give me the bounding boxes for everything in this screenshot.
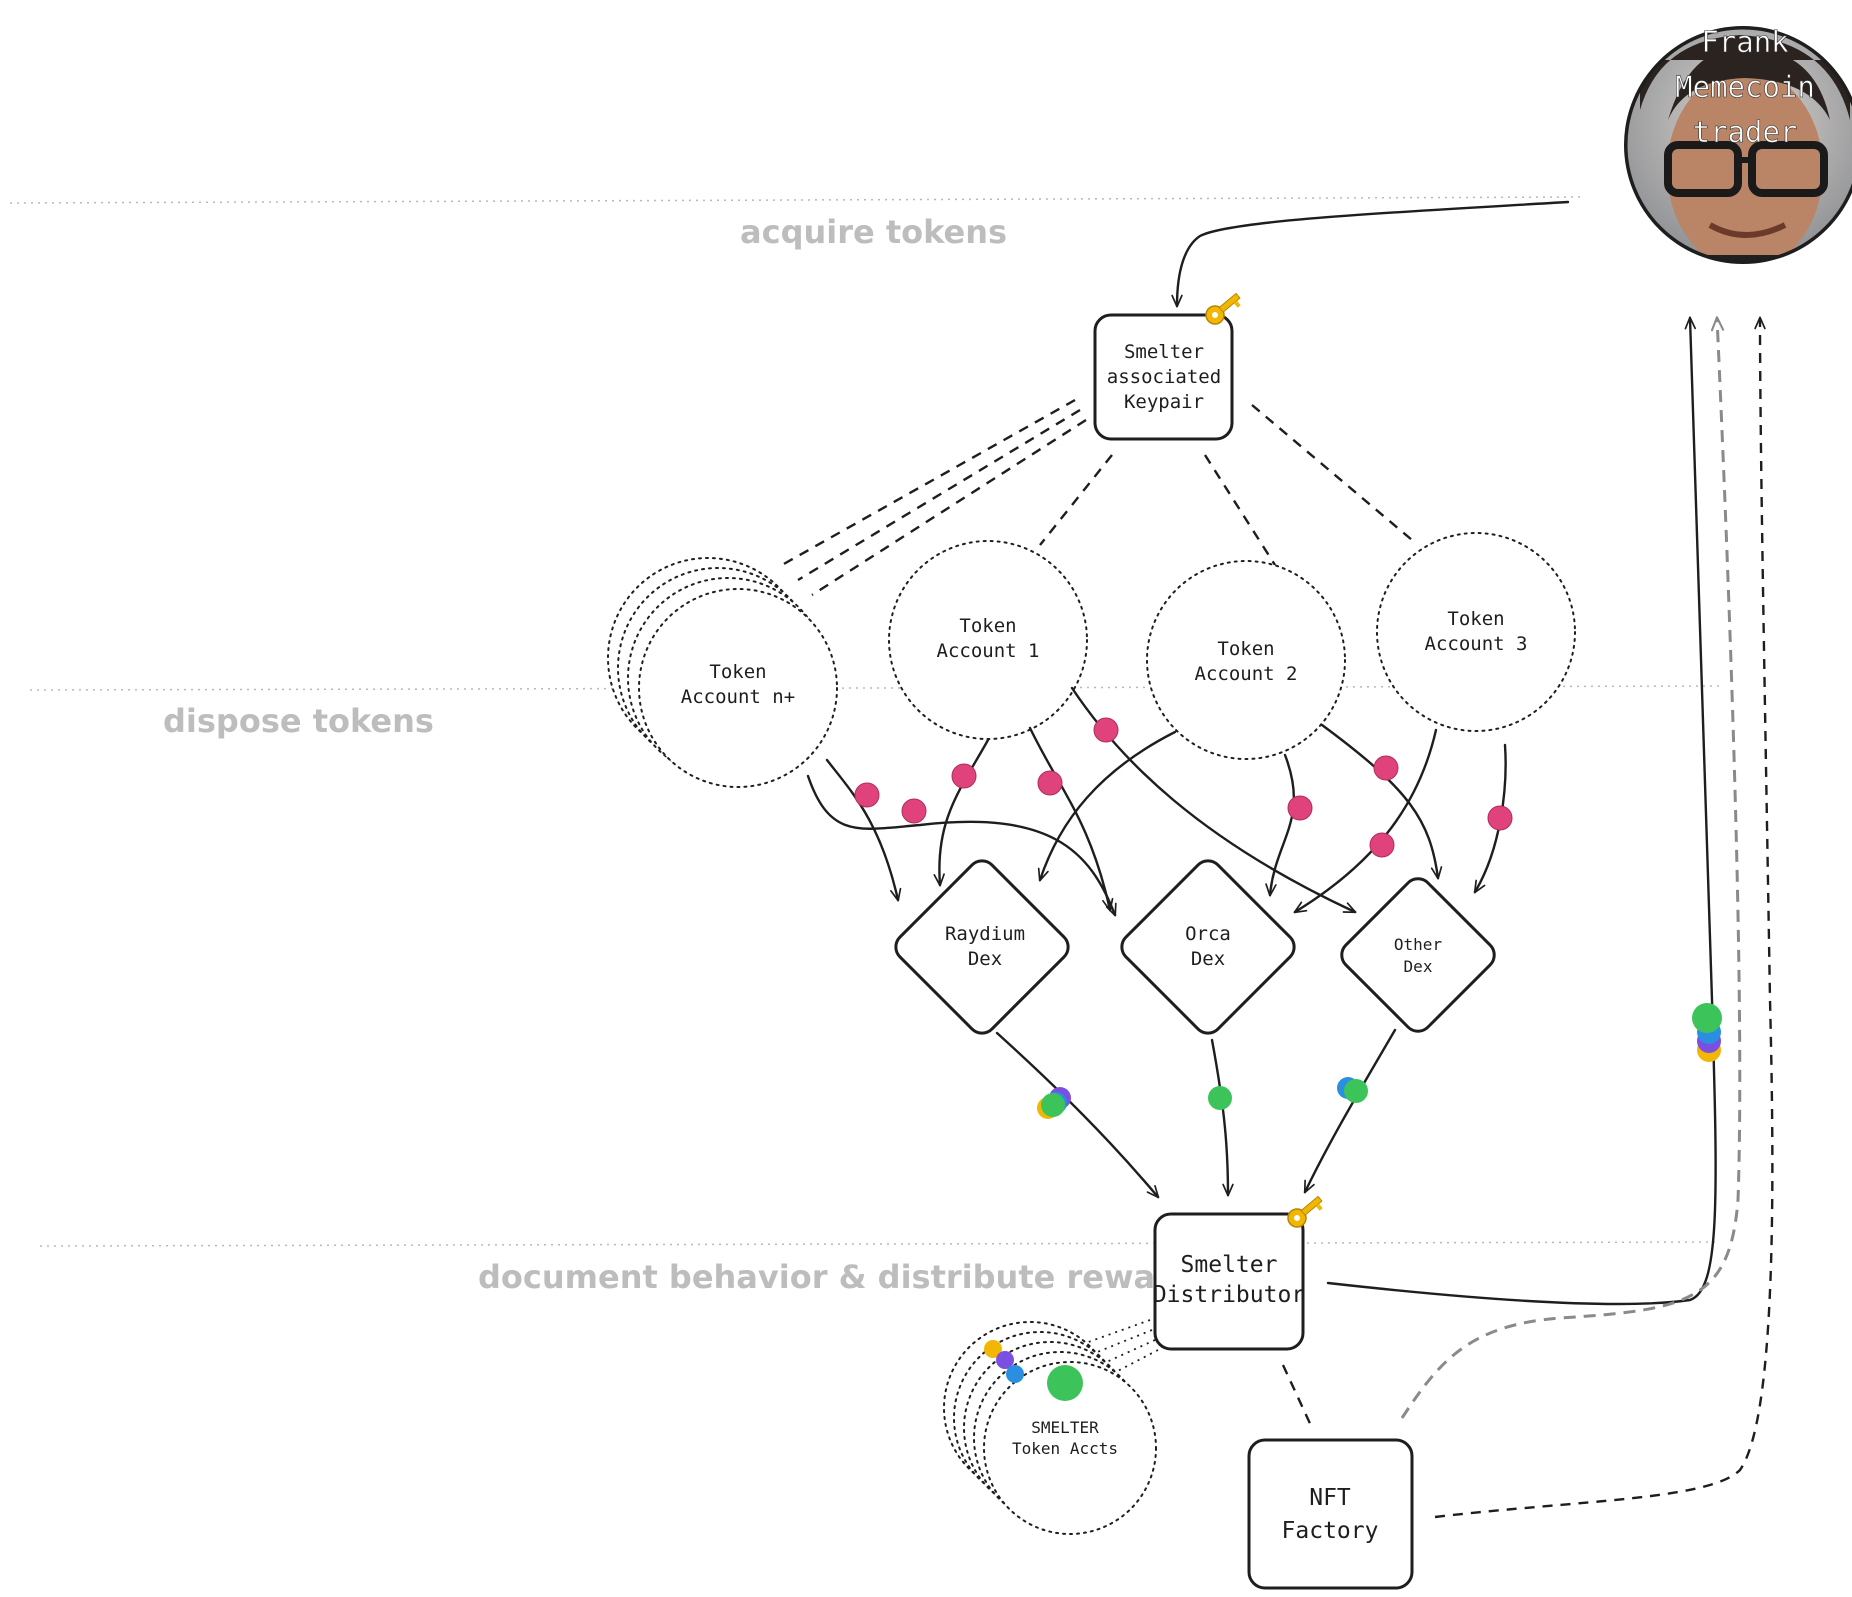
distributor-node: Smelter Distributor [1153,1195,1323,1351]
reward-dot-green [1041,1093,1065,1117]
key-icon [1205,292,1241,325]
token-account-1: Token Account 1 [888,540,1088,740]
dex-orca-line1: Orca [1185,923,1231,945]
token-dot [901,798,927,824]
nft-factory-line2: Factory [1282,1518,1379,1544]
token-account-3-line2: Account 3 [1425,633,1528,655]
distributor-accts-edges [1079,1319,1159,1376]
reward-dot-green [1692,1003,1722,1033]
token-dots [854,717,1513,858]
reward-dot-blue [1006,1365,1024,1383]
dex-other: Other Dex [1340,877,1496,1033]
key-icon [1287,1195,1323,1228]
dex-raydium-line1: Raydium [945,923,1025,945]
token-account-1-line1: Token [959,615,1016,637]
edge-distributor-to-factory [1281,1364,1315,1431]
reward-edges [995,1028,1397,1199]
token-account-n-line1: Token [709,661,766,683]
token-account-2-line1: Token [1217,638,1274,660]
token-dot [1093,717,1119,743]
dex-raydium-line2: Dex [968,948,1002,970]
reward-dot-green [1047,1365,1083,1401]
smelter-accts-line1: SMELTER [1031,1418,1099,1437]
dex-other-line1: Other [1394,935,1443,954]
lane-label-dispose: dispose tokens [163,702,434,740]
token-account-2-line2: Account 2 [1195,663,1298,685]
nft-factory-node: NFT Factory [1247,1438,1414,1590]
edge-trader-to-keypair [1171,200,1570,308]
token-account-n-line2: Account n+ [681,686,795,708]
token-dot [1287,795,1313,821]
keypair-label-line2: associated [1107,366,1221,388]
token-dot [1487,805,1513,831]
reward-dot-green [1208,1086,1232,1110]
edge-distributor-to-trader [1326,316,1717,1306]
token-dot [1373,755,1399,781]
reward-dots-return [1692,1003,1722,1062]
avatar-name-line1: Frank [1701,25,1789,59]
keypair-node: Smelter associated Keypair [1093,292,1241,441]
token-account-n: Token Account n+ [607,557,838,788]
token-account-3: Token Account 3 [1376,532,1576,732]
edge-factory-to-trader [1434,316,1774,1519]
keypair-label-line3: Keypair [1124,391,1204,413]
avatar-name-line2: Memecoin [1675,70,1815,104]
avatar: Frank Memecoin trader [1624,25,1852,264]
lane-label-document: document behavior & distribute reward [478,1258,1194,1296]
keypair-label-line1: Smelter [1124,341,1204,363]
token-dot [951,763,977,789]
reward-dot-yellow [984,1340,1002,1358]
lane-label-acquire: acquire tokens [740,213,1007,251]
token-dot [1369,832,1395,858]
dex-orca-line2: Dex [1191,948,1225,970]
token-account-1-line2: Account 1 [937,640,1040,662]
dex-raydium: Raydium Dex [894,859,1070,1035]
reward-dot-purple [996,1351,1014,1369]
token-account-3-line1: Token [1447,608,1504,630]
token-dot [854,782,880,808]
keypair-edges [781,398,1413,597]
nft-factory-line1: NFT [1309,1485,1351,1511]
edge-factory-to-trader-gray [1400,316,1742,1419]
reward-dots [1037,1077,1368,1119]
avatar-name-line3: trader [1693,115,1798,149]
reward-dot-green [1344,1079,1368,1103]
dispose-edges [806,686,1507,917]
dex-orca: Orca Dex [1120,859,1296,1035]
token-account-2: Token Account 2 [1146,560,1346,760]
dex-other-line2: Dex [1404,957,1433,976]
distributor-label-line2: Distributor [1153,1282,1305,1308]
distributor-label-line1: Smelter [1181,1252,1278,1278]
smelter-token-accts: SMELTER Token Accts [943,1321,1157,1535]
smelter-accts-line2: Token Accts [1012,1439,1118,1458]
token-dot [1037,770,1063,796]
